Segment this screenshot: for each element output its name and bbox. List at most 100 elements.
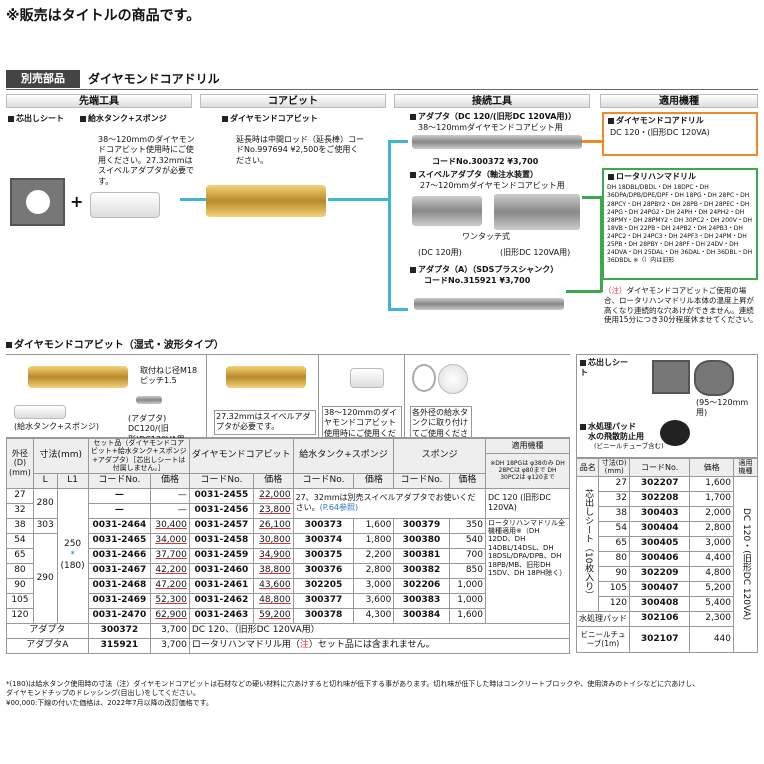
bit-price-cell: 48,800 [252, 592, 294, 609]
tank-code-cell: 300376 [292, 562, 355, 579]
L1-star: * [70, 550, 75, 561]
acc-size: 105 [598, 580, 630, 597]
square-bullet-icon [608, 173, 614, 180]
right-pad-sub: 水の飛散防止用 [588, 432, 644, 441]
water-tank-image [14, 405, 66, 419]
col-header-set-code: コードNo. [87, 472, 152, 489]
adapterA-price: 3,700 [150, 637, 190, 654]
col-header-bit-price: 価格 [252, 472, 294, 489]
acc-code: 302207 [628, 475, 691, 492]
acc-code: 300405 [628, 535, 691, 552]
bit-code-cell: 0031-2455 [188, 487, 254, 504]
hammer-note: （注）ダイヤモンドコアビットご使用の場合、ロータリハンマドリル本体の温度上昇が高… [604, 286, 758, 325]
adapterA-title: アダプタ（A）（SDSプラスシャンク） [410, 265, 558, 275]
adapter-image [136, 396, 162, 404]
square-bullet-icon [80, 115, 86, 122]
L-cell: 290 [32, 532, 58, 624]
bar-tip-tools: 先端工具 [6, 94, 192, 108]
sponge-code-cell: 300379 [393, 517, 450, 534]
bit-price-cell: 26,100 [252, 517, 294, 534]
square-bullet-icon [580, 423, 586, 430]
acc-price: 5,400 [689, 595, 734, 612]
right-images [576, 354, 758, 458]
swivel-dc120va-label: (旧形DC 120VA用) [500, 248, 571, 257]
swivel-dc120va-image [494, 194, 580, 230]
acc-size: 120 [598, 595, 630, 612]
adapterA-code: コードNo.315921 ¥3,700 [424, 276, 531, 285]
L1-alt: (180) [60, 560, 85, 571]
set-code-cell: 0031-2469 [87, 592, 152, 609]
square-bullet-icon [222, 115, 228, 122]
sponge-code-cell: 302206 [393, 577, 450, 594]
sponge-price-cell: 850 [448, 562, 487, 579]
tank-price-cell: 2,200 [353, 547, 395, 564]
acc-size: 65 [598, 535, 630, 552]
bar-core-bit: コアビット [200, 94, 386, 108]
acc-header-price: 価格 [689, 458, 734, 477]
sponge-price-cell: 700 [448, 547, 487, 564]
square-bullet-icon [410, 266, 416, 273]
adapterA-code: 315921 [87, 637, 152, 654]
acc-size: 90 [598, 565, 630, 582]
sponge-code-cell: 300381 [393, 547, 450, 564]
tank-code-cell: 300378 [292, 607, 355, 624]
center-plate-round-image [694, 360, 734, 396]
bit-code-cell: 0031-2461 [188, 577, 254, 594]
tank-code-cell: 300375 [292, 547, 355, 564]
tank-price-cell: 1,600 [353, 517, 395, 534]
acc-price: 1,600 [689, 475, 734, 492]
acc-header-code: コードNo. [628, 458, 691, 477]
divider [6, 89, 758, 90]
col-header-tank: 給水タンク+スポンジ [292, 438, 395, 474]
acc-code: 300406 [628, 550, 691, 567]
L1-cell: 250*(180) [56, 487, 89, 624]
right-plate-title: 芯出しシート [580, 358, 628, 378]
square-bullet-icon [6, 342, 12, 348]
bit-description: 延長時は中間ロッド（延長棒）コードNo.997694 ¥2,500をご使用くださ… [236, 135, 364, 165]
sponge-price-cell: 350 [448, 517, 487, 534]
bit-code-cell: 0031-2458 [188, 532, 254, 549]
water-pad-image [660, 420, 690, 446]
sponge-code-cell: 300383 [393, 592, 450, 609]
col-header-tank-code: コードNo. [292, 472, 355, 489]
core-bit-dimension-image [28, 366, 128, 388]
bit-code-cell: 0031-2459 [188, 547, 254, 564]
square-bullet-icon [410, 113, 416, 120]
bit-code-cell: 0031-2462 [188, 592, 254, 609]
acc-pad-name: 水処理パッド [576, 610, 630, 627]
core-drill-models: DC 120・(旧形DC 120VA) [610, 128, 710, 138]
bit-code-cell: 0031-2463 [188, 607, 254, 624]
acc-tube-code: 302107 [628, 625, 691, 653]
acc-price: 4,800 [689, 565, 734, 582]
plus-icon: + [70, 192, 84, 211]
swivel-note-cell: 27、32mmは別売スイベルアダプタでお使いください。(P.64参照) [292, 487, 487, 519]
acc-pad-price: 2,300 [689, 610, 734, 627]
acc-code: 300407 [628, 580, 691, 597]
acc-code: 300408 [628, 595, 691, 612]
bit-code-cell: 0031-2457 [188, 517, 254, 534]
connector-line [328, 198, 388, 201]
sponge-price-cell: 540 [448, 532, 487, 549]
dia-cell: 32 [6, 502, 34, 519]
dia-cell: 27 [6, 487, 34, 504]
col-header-sponge: スポンジ [393, 438, 486, 474]
bit-title: ダイヤモンドコアビット [222, 114, 318, 124]
acc-tube-price: 440 [689, 625, 734, 653]
sponge-image [438, 364, 468, 394]
center-plate-image [10, 178, 65, 226]
connector-line [582, 140, 602, 143]
acc-price: 1,700 [689, 490, 734, 507]
tank-price-cell: 2,800 [353, 562, 395, 579]
L-cell: 280 [32, 487, 58, 519]
dia-cell: 65 [6, 547, 34, 564]
adapterA-app-mark: 注 [299, 640, 309, 651]
acc-header-app: 適用機種 [733, 458, 758, 477]
